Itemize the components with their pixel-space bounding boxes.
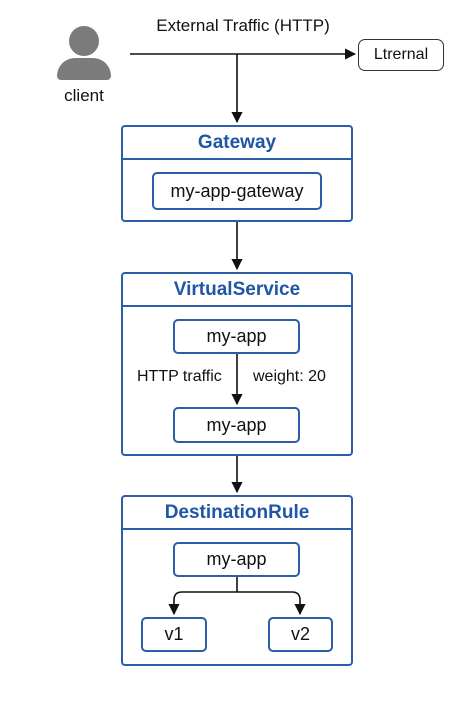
virtualservice-node-top: my-app — [173, 319, 300, 354]
gateway-node: my-app-gateway — [152, 172, 322, 210]
virtualservice-title: VirtualService — [123, 274, 351, 307]
virtualservice-node-bottom-label: my-app — [206, 414, 267, 435]
person-icon-body — [57, 58, 111, 80]
subset-v1-label: v1 — [164, 624, 184, 644]
external-traffic-label: External Traffic (HTTP) — [156, 16, 330, 35]
destinationrule-node: my-app — [173, 542, 300, 577]
weight-label: weight: 20 — [253, 368, 326, 385]
person-icon — [69, 26, 99, 56]
external-box-label: Ltrernal — [373, 46, 429, 63]
virtualservice-node-bottom: my-app — [173, 407, 300, 443]
client-label: client — [64, 86, 104, 105]
destinationrule-title: DestinationRule — [123, 497, 351, 530]
external-box: Ltrernal — [358, 39, 444, 71]
subset-v2-label: v2 — [290, 624, 310, 644]
gateway-title: Gateway — [123, 127, 351, 160]
destinationrule-node-label: my-app — [206, 549, 267, 569]
virtualservice-node-top-label: my-app — [206, 326, 267, 346]
http-traffic-label: HTTP traffic — [137, 368, 222, 385]
gateway-node-label: my-app-gateway — [170, 180, 304, 201]
subset-v2: v2 — [268, 617, 333, 652]
subset-v1: v1 — [141, 617, 207, 652]
